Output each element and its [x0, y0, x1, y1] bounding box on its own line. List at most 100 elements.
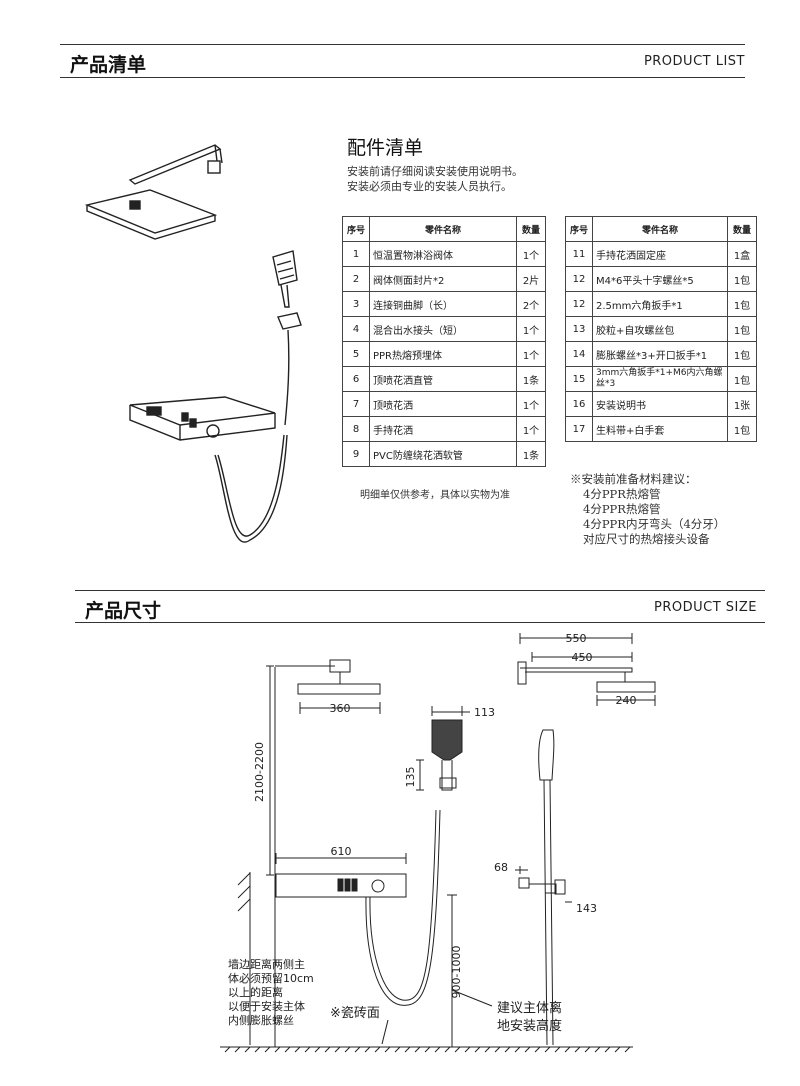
row-name: 膨胀螺丝*3+开口扳手*1	[592, 341, 728, 367]
dim-handheld-height: 135	[404, 767, 417, 788]
row-qty: 1条	[516, 366, 546, 392]
row-no: 8	[342, 416, 370, 442]
dim-head-side: 240	[616, 694, 637, 707]
row-no: 5	[342, 341, 370, 367]
row-no: 9	[342, 441, 370, 467]
row-qty: 1条	[516, 441, 546, 467]
dim-side-depth: 143	[576, 902, 597, 915]
wall-note-line: 体必须预留10cm	[228, 972, 314, 985]
row-qty: 2片	[516, 266, 546, 292]
col-name: 零件名称	[592, 216, 728, 242]
row-name: 3mm六角扳手*1+M6内六角螺丝*3	[592, 366, 728, 392]
install-note: 建议主体离 地安装高度	[497, 1000, 562, 1036]
row-no: 11	[565, 241, 593, 267]
row-name: 生料带+白手套	[592, 416, 728, 442]
row-qty: 1包	[727, 266, 757, 292]
dim-body-width: 610	[331, 845, 352, 858]
row-qty: 2个	[516, 291, 546, 317]
row-no: 1	[342, 241, 370, 267]
row-qty: 1个	[516, 341, 546, 367]
row-no: 12	[565, 291, 593, 317]
dim-arm-total: 550	[566, 632, 587, 645]
row-name: 顶喷花洒	[369, 391, 517, 417]
row-name: M4*6平头十字螺丝*5	[592, 266, 728, 292]
row-name: 阀体侧面封片*2	[369, 266, 517, 292]
install-note-line: 地安装高度	[497, 1019, 563, 1034]
product-list-bottom-rule	[60, 77, 745, 78]
product-list-title-en: PRODUCT LIST	[643, 54, 745, 69]
row-name: 混合出水接头（短）	[369, 316, 517, 342]
product-size-top-rule	[75, 590, 765, 591]
row-name: 手持花洒	[369, 416, 517, 442]
row-qty: 1包	[727, 341, 757, 367]
row-name: 胶粒+自攻螺丝包	[592, 316, 728, 342]
row-qty: 1包	[727, 416, 757, 442]
wall-note-line: 内侧膨胀螺丝	[228, 1014, 294, 1027]
accessories-note-2: 安装必须由专业的安装人员执行。	[347, 180, 512, 193]
col-name: 零件名称	[369, 216, 517, 242]
accessories-title: 配件清单	[347, 137, 424, 159]
row-qty: 1张	[727, 391, 757, 417]
row-name: 安装说明书	[592, 391, 728, 417]
dim-arm-length: 450	[572, 651, 593, 664]
row-no: 14	[565, 341, 593, 367]
tile-label: ※瓷砖面	[330, 1006, 380, 1021]
row-no: 2	[342, 266, 370, 292]
row-name: 2.5mm六角扳手*1	[592, 291, 728, 317]
dim-side-offset: 68	[494, 861, 508, 874]
row-no: 4	[342, 316, 370, 342]
wall-note: 墙边距离两侧主 体必须预留10cm 以上的距离 以便于安装主体 内侧膨胀螺丝	[228, 958, 314, 1028]
row-qty: 1包	[727, 291, 757, 317]
parts-illustration	[84, 144, 302, 543]
product-size-title-en: PRODUCT SIZE	[654, 600, 757, 615]
col-qty: 数量	[516, 216, 546, 242]
row-qty: 1个	[516, 416, 546, 442]
row-qty: 1盒	[727, 241, 757, 267]
row-no: 16	[565, 391, 593, 417]
recommend-item: 4分PPR热熔管	[583, 487, 661, 501]
dim-handheld-width: 113	[474, 706, 495, 719]
row-name: 顶喷花洒直管	[369, 366, 517, 392]
row-qty: 1个	[516, 316, 546, 342]
row-qty: 1个	[516, 241, 546, 267]
col-qty: 数量	[727, 216, 757, 242]
row-name: 手持花洒固定座	[592, 241, 728, 267]
accessories-note-1: 安装前请仔细阅读安装使用说明书。	[347, 165, 523, 178]
dim-head-width: 360	[330, 702, 351, 715]
disclaimer: 明细单仅供参考，具体以实物为准	[360, 490, 510, 501]
recommend-item: 对应尺寸的热熔接头设备	[583, 532, 710, 546]
dim-height-range: 2100-2200	[253, 742, 266, 802]
recommend-item: 4分PPR内牙弯头（4分牙）	[583, 517, 726, 531]
row-no: 6	[342, 366, 370, 392]
dim-body-height-range: 900-1000	[450, 946, 463, 999]
row-no: 13	[565, 316, 593, 342]
row-no: 15	[565, 366, 593, 392]
install-note-line: 建议主体离	[497, 1001, 563, 1016]
product-size-title: 产品尺寸	[85, 600, 162, 622]
wall-note-line: 以上的距离	[228, 986, 283, 999]
row-qty: 1包	[727, 316, 757, 342]
wall-note-line: 墙边距离两侧主	[228, 958, 305, 971]
product-list-top-rule	[60, 44, 745, 45]
product-size-bottom-rule	[75, 622, 765, 623]
col-no: 序号	[342, 216, 370, 242]
wall-note-line: 以便于安装主体	[228, 1000, 305, 1013]
row-name: 恒温置物淋浴阀体	[369, 241, 517, 267]
row-no: 17	[565, 416, 593, 442]
row-name: 连接铜曲脚（长）	[369, 291, 517, 317]
